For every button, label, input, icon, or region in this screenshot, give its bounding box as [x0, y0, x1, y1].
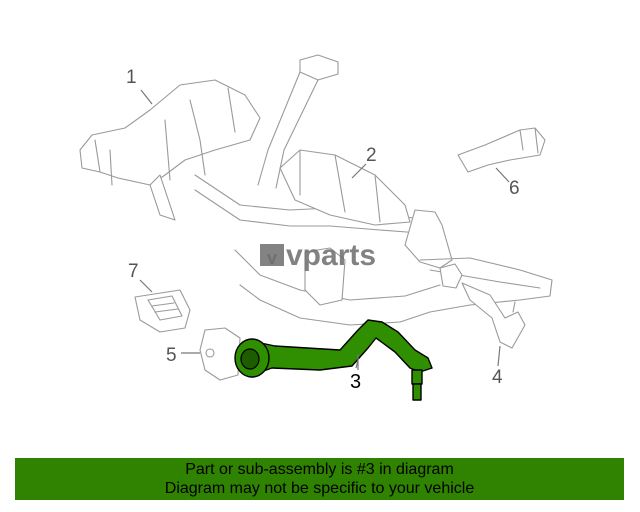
callout-3: 3 [350, 371, 361, 393]
callout-2: 2 [366, 145, 377, 166]
part-5-bushing-mount [199, 327, 241, 381]
banner-line-1: Part or sub-assembly is #3 in diagram [185, 461, 454, 478]
svg-text:v: v [267, 248, 277, 268]
banner-line-2: Diagram may not be specific to your vehi… [164, 480, 475, 497]
vparts-logo: v vparts [260, 239, 376, 272]
part-6-bracket [457, 127, 546, 173]
watermark-text: vparts [286, 239, 376, 272]
parts-diagram: v vparts 1 2 3 4 5 6 7 [79, 54, 553, 401]
part-1-axle-carrier [79, 54, 553, 349]
callout-7: 7 [128, 261, 139, 282]
part-3-control-arm [234, 319, 433, 401]
part-2-bracing-plate [279, 149, 411, 226]
callout-4: 4 [492, 367, 503, 388]
part-7-pad [134, 289, 191, 333]
callout-5: 5 [166, 345, 177, 366]
callout-1: 1 [126, 67, 137, 88]
info-banner: Part or sub-assembly is #3 in diagram Di… [15, 458, 624, 500]
callout-6: 6 [509, 178, 520, 199]
